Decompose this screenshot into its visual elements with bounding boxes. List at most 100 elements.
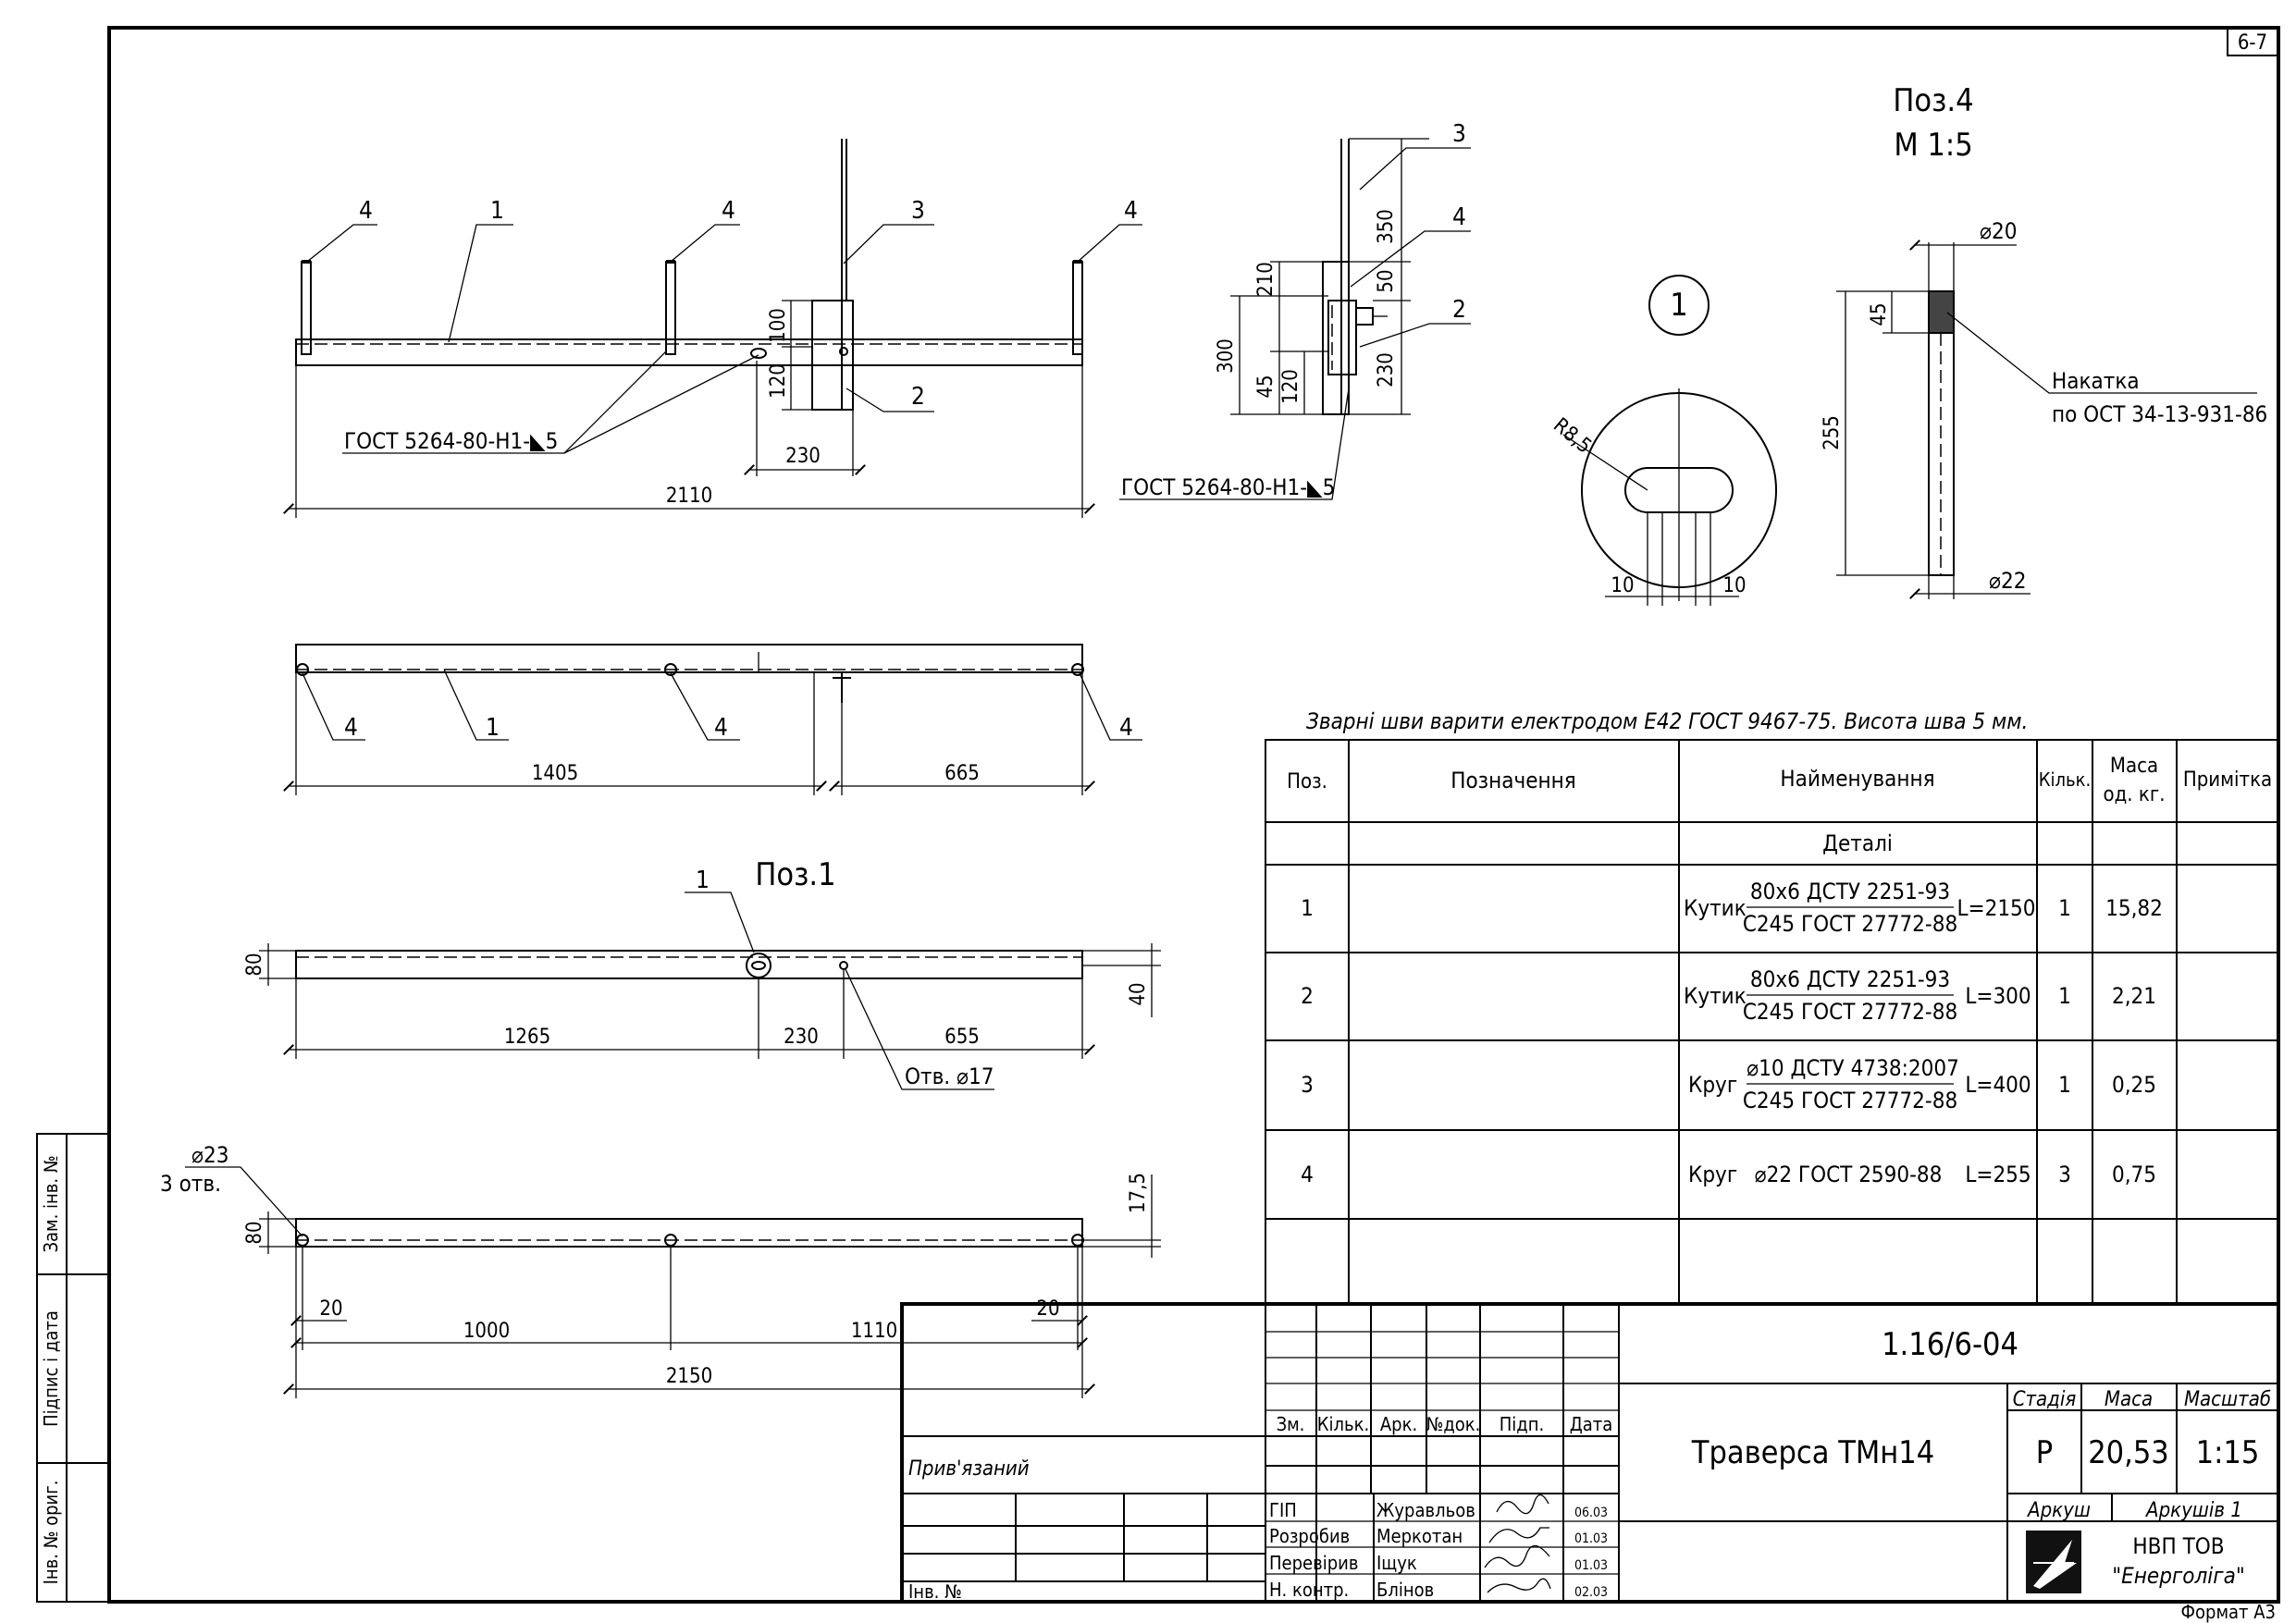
spec-row-2-top: 80х6 ДСТУ 2251-93 — [1750, 966, 1950, 992]
pos4-knurl-2: по ОСТ 34-13-931-86 — [2052, 401, 2267, 427]
pos1-dim-1000: 1000 — [463, 1320, 510, 1343]
front-callout-3: 3 — [911, 197, 925, 225]
label-stage: Стадія — [2013, 1388, 2077, 1411]
pos1-dim-1110: 1110 — [851, 1320, 897, 1343]
pos4-scale: М 1:5 — [1894, 127, 1972, 164]
pos1-dim-1265: 1265 — [504, 1026, 550, 1049]
front-callout-4c: 4 — [1124, 197, 1138, 225]
person-1-role: ГІП — [1269, 1499, 1297, 1521]
pos4-dia-bottom: ⌀22 — [1989, 568, 2026, 594]
spec-row-2-bottom: С245 ГОСТ 27772-88 — [1743, 999, 1957, 1025]
front-dim-100: 100 — [767, 308, 790, 343]
signature-2 — [1488, 1527, 1549, 1543]
spec-row-4-mass: 0,75 — [2112, 1162, 2156, 1187]
front-callout-4b: 4 — [722, 197, 735, 225]
spec-row-1-qty: 1 — [2058, 895, 2071, 921]
spec-row-3-qty: 1 — [2058, 1072, 2071, 1098]
col-kil: Кільк. — [1317, 1413, 1369, 1435]
spec-row-3-bottom: С245 ГОСТ 27772-88 — [1743, 1088, 1957, 1113]
plan-dim-1405: 1405 — [532, 762, 578, 785]
company-2: "Енерголіга" — [2112, 1563, 2245, 1589]
plan-dim-665: 665 — [944, 762, 980, 785]
side-dim-210: 210 — [1254, 262, 1278, 297]
doc-code: 1.16/6-04 — [1882, 1326, 2018, 1363]
plate-callout: 1 — [1670, 287, 1687, 324]
value-scale: 1:15 — [2196, 1434, 2260, 1471]
spec-row-4-qty: 3 — [2058, 1162, 2071, 1187]
pos1-view: Поз.1 1 80 40 1265 230 655 Отв. ⌀17 — [160, 856, 1161, 1398]
col-zm: Зм. — [1277, 1413, 1305, 1435]
person-4-name: Блінов — [1376, 1579, 1434, 1601]
person-2-name: Меркотан — [1376, 1525, 1463, 1547]
front-dim-2110: 2110 — [666, 485, 712, 508]
spec-header-designation: Позначення — [1450, 768, 1576, 793]
spec-row-4-type: Круг — [1688, 1162, 1737, 1187]
plate-view: 1 R8,5 10 10 — [1549, 275, 1777, 606]
spec-row-3-length: L=400 — [1965, 1072, 2031, 1098]
pos1-dim-230: 230 — [784, 1026, 819, 1049]
company-logo — [2026, 1531, 2081, 1593]
pos1-dim-655: 655 — [944, 1026, 980, 1049]
spec-header-note: Примітка — [2183, 768, 2272, 792]
side-view: 3 4 2 350 50 230 210 300 45 120 ГОСТ 526… — [1119, 120, 1471, 500]
plan-callout-1: 1 — [486, 714, 500, 742]
spec-row-1-length: L=2150 — [1957, 895, 2035, 921]
pos1-callout: 1 — [696, 867, 710, 894]
replaced-inv-label: Зам. інв. № — [40, 1155, 62, 1252]
spec-row-2-qty: 1 — [2058, 983, 2071, 1009]
spec-row-4-pos: 4 — [1301, 1162, 1314, 1187]
linked-label: Прив'язаний — [908, 1457, 1030, 1481]
side-stamp: Зам. інв. № Підпис і дата Інв. № ориг. — [36, 1133, 110, 1603]
pos1-dim-40: 40 — [1127, 982, 1150, 1005]
front-dim-230: 230 — [785, 445, 821, 468]
side-dim-50: 50 — [1375, 269, 1398, 292]
plan-callout-4c: 4 — [1119, 714, 1133, 742]
pos4-dim-45: 45 — [1868, 302, 1891, 326]
pos4-dia-top: ⌀20 — [1980, 218, 2017, 244]
person-1-date: 06.03 — [1574, 1506, 1608, 1520]
spec-row-3-pos: 3 — [1301, 1072, 1314, 1098]
plan-callout-4a: 4 — [344, 714, 358, 742]
person-3-role: Перевірив — [1269, 1552, 1358, 1574]
side-dim-120: 120 — [1279, 369, 1302, 404]
plan-view: 4 1 4 4 1405 665 — [283, 644, 1142, 795]
spec-row-4-length: L=255 — [1965, 1162, 2031, 1187]
person-2-role: Розробив — [1269, 1525, 1350, 1547]
person-1-name: Журавльов — [1376, 1499, 1475, 1521]
spec-row-1-type: Кутик — [1684, 895, 1747, 921]
side-dim-230: 230 — [1375, 352, 1398, 387]
format-label: Формат А3 — [2181, 1601, 2276, 1623]
pos1-dim-2150: 2150 — [666, 1365, 712, 1388]
pos1-dim-20a: 20 — [319, 1297, 342, 1321]
spec-row-3-type: Круг — [1688, 1072, 1737, 1098]
label-sheets: Аркушів 1 — [2144, 1499, 2242, 1522]
spec-row-3-top: ⌀10 ДСТУ 4738:2007 — [1747, 1055, 1959, 1081]
spec-row-3-mass: 0,25 — [2112, 1072, 2156, 1098]
side-callout-2: 2 — [1452, 296, 1466, 324]
side-callout-4: 4 — [1452, 203, 1466, 231]
spec-row-2-mass: 2,21 — [2112, 983, 2156, 1009]
pos1-dim-20b: 20 — [1036, 1297, 1059, 1321]
side-weld-note: ГОСТ 5264-80-Н1-◣5 — [1121, 474, 1335, 500]
inv-label: Інв. № — [908, 1580, 962, 1603]
person-3-date: 01.03 — [1574, 1558, 1608, 1573]
person-4-role: Н. контр. — [1269, 1579, 1349, 1601]
doc-title: Траверса ТМн14 — [1691, 1434, 1934, 1471]
person-3-name: Іщук — [1376, 1552, 1417, 1574]
label-mass: Маса — [2105, 1388, 2153, 1411]
plan-callout-4b: 4 — [714, 714, 728, 742]
spec-row-2: 2 Кутик 80х6 ДСТУ 2251-93 С245 ГОСТ 2777… — [1301, 966, 2156, 1025]
spec-row-2-type: Кутик — [1684, 983, 1747, 1009]
spec-row-1: 1 Кутик 80х6 ДСТУ 2251-93 С245 ГОСТ 2777… — [1301, 879, 2163, 937]
original-inv-label: Інв. № ориг. — [40, 1481, 62, 1585]
pos1-holes-note-2: 3 отв. — [160, 1171, 221, 1197]
spec-header-mass-1: Маса — [2110, 755, 2158, 778]
pos1-title: Поз.1 — [755, 856, 835, 893]
side-dim-300: 300 — [1215, 338, 1238, 374]
front-dim-120: 120 — [767, 363, 790, 399]
value-stage: Р — [2036, 1434, 2053, 1471]
spec-row-1-top: 80х6 ДСТУ 2251-93 — [1750, 879, 1950, 904]
spec-header-mass-2: од. кг. — [2104, 783, 2166, 806]
spec-row-4-single: ⌀22 ГОСТ 2590-88 — [1755, 1162, 1943, 1187]
